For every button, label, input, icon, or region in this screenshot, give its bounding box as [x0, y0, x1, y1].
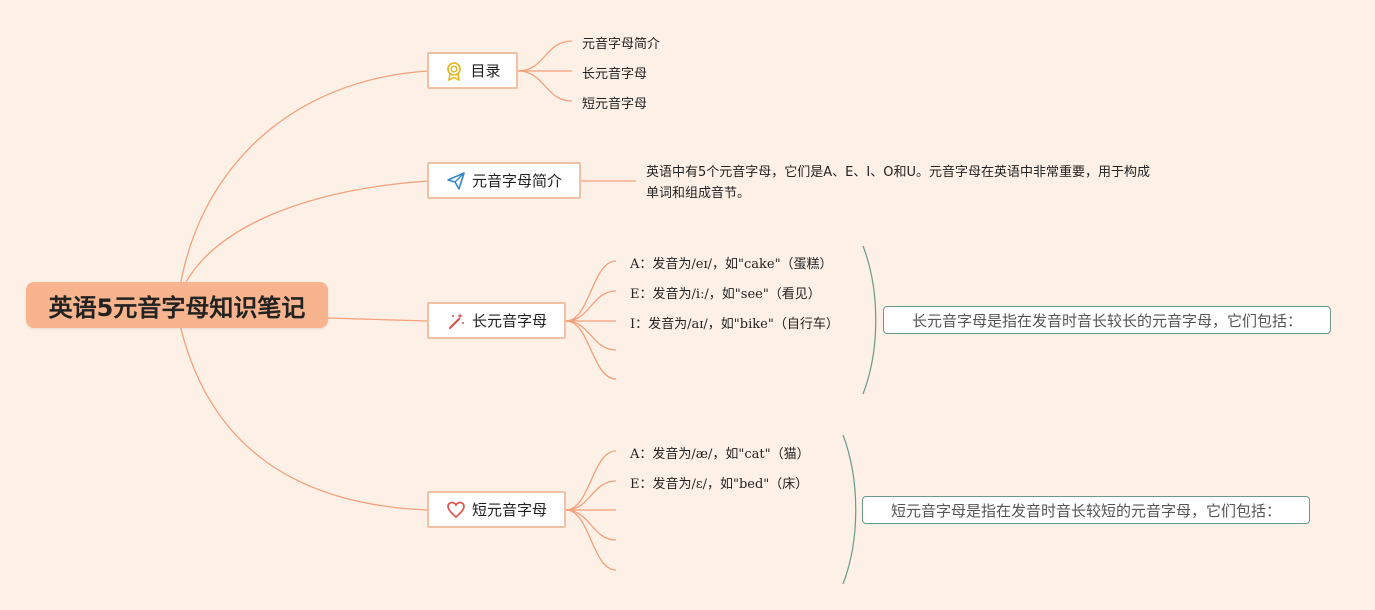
link-long-1 — [565, 260, 617, 322]
topic-toc-label: 目录 — [470, 62, 501, 80]
central-title: 英语5元音字母知识笔记 — [48, 293, 306, 322]
paper-plane-icon — [446, 171, 466, 191]
link-long-4 — [565, 320, 617, 351]
toc-item-1[interactable]: 元音字母简介 — [582, 37, 661, 52]
summary-long-vowels-text: 长元音字母是指在发音时音长较长的元音字母，它们包括： — [911, 311, 1302, 330]
link-long-5 — [565, 320, 617, 380]
link-central-short — [179, 324, 429, 511]
toc-item-3[interactable]: 短元音字母 — [582, 97, 648, 112]
short-vowel-e[interactable]: E：发音为/ɛ/，如"bed"（床） — [630, 477, 809, 492]
link-short-5 — [565, 509, 617, 571]
topic-intro[interactable]: 元音字母简介 — [427, 162, 581, 199]
central-topic[interactable]: 英语5元音字母知识笔记 — [26, 282, 328, 328]
intro-description[interactable]: 英语中有5个元音字母，它们是A、E、I、O和U。元音字母在英语中非常重要，用于构… — [646, 165, 1150, 201]
toc-item-2[interactable]: 长元音字母 — [582, 67, 648, 82]
link-short-1 — [565, 450, 617, 511]
award-ribbon-icon — [444, 61, 464, 81]
topic-long-vowels-label: 长元音字母 — [471, 312, 547, 330]
heart-icon — [446, 500, 466, 520]
summary-bracket-long — [862, 245, 877, 395]
long-vowel-a[interactable]: A：发音为/eɪ/，如"cake"（蛋糕） — [630, 257, 833, 272]
summary-short-vowels-text: 短元音字母是指在发音时音长较短的元音字母，它们包括： — [890, 501, 1281, 520]
link-toc-1 — [517, 40, 573, 72]
long-vowel-e[interactable]: E：发音为/iː/，如"see"（看见） — [630, 287, 821, 302]
summary-short-vowels[interactable]: 短元音字母是指在发音时音长较短的元音字母，它们包括： — [862, 496, 1310, 524]
topic-short-vowels[interactable]: 短元音字母 — [427, 491, 566, 528]
short-vowel-a[interactable]: A：发音为/æ/，如"cat"（猫） — [630, 447, 810, 462]
magic-wand-icon — [446, 311, 466, 331]
link-short-4 — [565, 509, 617, 541]
topic-intro-label: 元音字母简介 — [471, 172, 562, 190]
topic-short-vowels-label: 短元音字母 — [471, 501, 547, 519]
summary-bracket-short — [842, 434, 857, 585]
topic-toc[interactable]: 目录 — [427, 52, 518, 89]
long-vowel-i[interactable]: I：发音为/aɪ/，如"bike"（自行车） — [630, 317, 839, 332]
topic-long-vowels[interactable]: 长元音字母 — [427, 302, 566, 339]
link-central-intro — [181, 180, 429, 291]
link-long-2 — [565, 290, 617, 322]
link-central-toc — [177, 70, 429, 301]
link-short-2 — [565, 480, 617, 511]
summary-long-vowels[interactable]: 长元音字母是指在发音时音长较长的元音字母，它们包括： — [883, 306, 1331, 334]
link-toc-3 — [517, 70, 573, 102]
link-central-long — [327, 317, 429, 322]
